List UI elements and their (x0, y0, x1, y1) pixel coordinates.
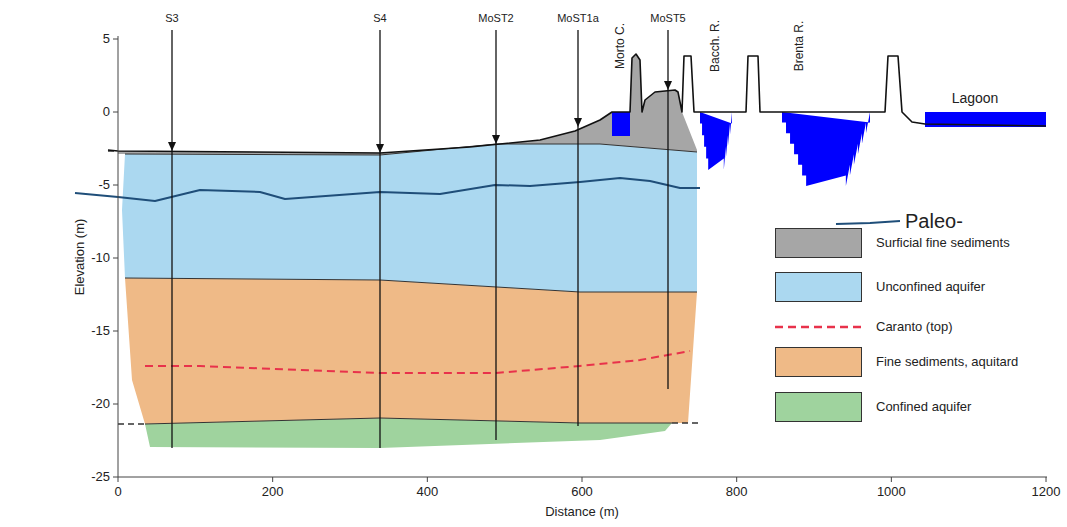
well-arrowhead (168, 142, 176, 151)
aquitard-layer (125, 278, 697, 424)
well-name: MoST5 (650, 12, 685, 25)
well-line (171, 30, 172, 448)
channel-name: Brenta R. (793, 21, 807, 72)
tick-label: 0 (114, 485, 121, 500)
ground-profile (108, 54, 1046, 153)
x-tick (891, 477, 892, 482)
x-tick (272, 477, 273, 482)
caranto-line (145, 351, 690, 373)
well-arrowhead (376, 144, 384, 153)
legend-text: Confined aquifer (876, 400, 971, 415)
axis-title: Elevation (m) (73, 219, 88, 296)
y-tick (113, 185, 118, 186)
boundary-line (125, 278, 697, 292)
legend-text: Caranto (top) (876, 320, 953, 335)
tick-label: 1000 (877, 485, 906, 500)
boundary-dash (118, 423, 145, 425)
boundary-line (125, 144, 697, 155)
legend-text: Fine sediments, aquitard (876, 355, 1018, 370)
well-line (495, 30, 496, 440)
well-name: S4 (373, 12, 386, 25)
tick-label: 5 (103, 32, 110, 47)
legend-swatch (775, 228, 862, 258)
legend-text: Paleo- (905, 210, 963, 233)
y-tick (113, 258, 118, 259)
y-tick (113, 477, 118, 478)
tick-label: 600 (571, 485, 593, 500)
axis-title: Distance (m) (545, 505, 619, 520)
water-body-name: Lagoon (952, 90, 999, 106)
tick-label: 200 (262, 485, 284, 500)
bacchiglione-channel (700, 112, 732, 170)
legend-swatch (775, 272, 862, 302)
boundary-dash (672, 422, 700, 424)
x-tick (118, 477, 119, 482)
surficial-sediments (118, 54, 697, 155)
well-name: MoST1a (557, 12, 599, 25)
brenta-channel (782, 112, 870, 186)
x-tick (427, 477, 428, 482)
well-arrowhead (492, 135, 500, 144)
unconfined-aquifer (122, 144, 697, 292)
x-tick (582, 477, 583, 482)
legend-text: Unconfined aquifer (876, 280, 985, 295)
tick-label: -15 (91, 324, 110, 339)
tick-label: 1200 (1032, 485, 1061, 500)
legend-text: Surficial fine sediments (876, 236, 1010, 251)
morto-channel (612, 112, 630, 136)
legend-line-sample (775, 326, 862, 329)
boundary-line (145, 418, 672, 424)
y-tick (113, 112, 118, 113)
legend-swatch (775, 347, 862, 377)
tick-label: 800 (726, 485, 748, 500)
water-table-line (75, 178, 700, 201)
confined-aquifer (145, 418, 672, 448)
tick-label: -25 (91, 470, 110, 485)
tick-label: -10 (91, 251, 110, 266)
tick-label: 400 (416, 485, 438, 500)
tick-label: 0 (103, 105, 110, 120)
channel-name: Bacch. R. (709, 20, 723, 72)
tick-label: -20 (91, 397, 110, 412)
well-arrowhead (574, 118, 582, 127)
y-tick (113, 404, 118, 405)
y-tick (113, 39, 118, 40)
channel-name: Morto C. (614, 23, 628, 69)
x-tick (736, 477, 737, 482)
y-axis (118, 36, 119, 477)
well-line (577, 30, 578, 426)
well-line (379, 30, 380, 448)
legend-swatch (775, 392, 862, 422)
x-tick (1046, 477, 1047, 482)
y-tick (113, 331, 118, 332)
well-name: S3 (165, 12, 178, 25)
tick-label: -5 (98, 178, 110, 193)
well-arrowhead (664, 81, 672, 90)
well-name: MoST2 (478, 12, 513, 25)
legend-line-sample (836, 221, 900, 224)
